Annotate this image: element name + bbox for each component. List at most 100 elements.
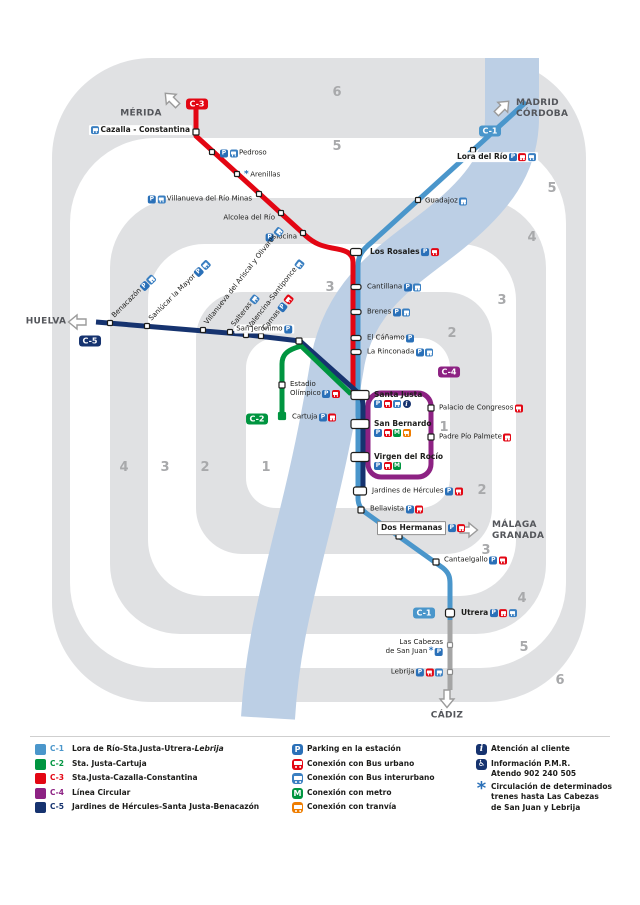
station-marker-cazalla-constantina (192, 128, 200, 136)
station-marker-salteras (226, 328, 234, 336)
zone-label: 3 (325, 280, 334, 295)
station-marker-villanueva-del-r-o-minas (255, 190, 263, 198)
busU-icon (292, 758, 303, 770)
station-marker-benacaz-n (106, 319, 114, 327)
zone-label: 4 (517, 591, 526, 606)
station-marker-san-bernardo (350, 418, 370, 430)
legend-symbol-busU: Conexión con Bus urbano (292, 758, 435, 770)
station-marker-las-cabezas (446, 641, 454, 649)
legend-line-c-2: C-2 Sta. Justa-Cartuja (35, 758, 259, 770)
station-marker-guadajoz (414, 196, 422, 204)
direction-arrow-m-laga (459, 521, 479, 539)
zone-label: 6 (555, 673, 564, 688)
pmr-icon (476, 758, 487, 770)
info-icon (476, 744, 487, 755)
zone-label: 5 (547, 181, 556, 196)
star-icon (476, 782, 487, 793)
symbol-label: Conexión con tranvía (307, 802, 397, 812)
station-marker-palacio-de-congresos (427, 404, 435, 412)
legend-symbol-parking: Parking en la estación (292, 744, 435, 755)
zone-label: 1 (261, 460, 270, 475)
station-marker-alcolea-del-r-o (277, 209, 285, 217)
legend-note-pmr: Información P.M.R.Atendo 902 240 505 (476, 758, 612, 779)
station-marker-lebrija (446, 668, 454, 676)
station-marker-virgen-del-roc-o (350, 451, 370, 463)
station-marker-cartuja (277, 411, 287, 421)
station-marker-jardines-de-h-rcules (352, 486, 368, 496)
station-marker-cantaelgallo (432, 558, 440, 566)
symbol-label: Parking en la estación (307, 744, 401, 754)
line-color-swatch (35, 773, 46, 784)
station-markers (106, 128, 477, 676)
symbol-label: Conexión con metro (307, 787, 392, 797)
busI-icon (292, 773, 303, 784)
line-color-swatch (35, 802, 46, 813)
zone-label: 4 (119, 460, 128, 475)
legend-line-c-3: C-3 Sta.Justa-Cazalla-Constantina (35, 773, 259, 784)
zone-label: 2 (200, 460, 209, 475)
legend-symbol-tram: Conexión con tranvía (292, 802, 435, 813)
station-marker-valencina-santiponce (242, 331, 250, 339)
line-route-label: Sta.Justa-Cazalla-Constantina (72, 773, 198, 783)
zone-label: 1 (439, 420, 448, 435)
zone-label: 4 (527, 230, 536, 245)
line-badge-label: C-3 (50, 773, 65, 783)
tram-icon (292, 802, 303, 813)
direction-arrows (67, 92, 510, 709)
legend-symbol-metro: Conexión con metro (292, 787, 435, 799)
station-marker-utrera (444, 608, 456, 618)
line-c2 (279, 343, 353, 416)
station-marker-bellavista (357, 506, 365, 514)
legend-divider (30, 736, 610, 737)
zone-label: 2 (477, 483, 486, 498)
station-marker-brenes (350, 308, 362, 316)
station-marker-padre-p-o-palmete (427, 433, 435, 441)
zone-label: 6 (332, 85, 341, 100)
station-marker-villanueva-del-ariscal-y-olivares (199, 326, 207, 334)
station-marker-los-rosales (349, 247, 363, 257)
line-color-swatch (35, 744, 46, 755)
symbol-label: Conexión con Bus interurbano (307, 773, 435, 783)
station-marker-pedroso (208, 148, 216, 156)
line-color-swatch (35, 758, 46, 770)
zone-label: 3 (497, 293, 506, 308)
line-route-label: Lora de Río-Sta.Justa-Utrera-Lebrija (72, 744, 224, 754)
zone-label: 5 (332, 139, 341, 154)
line-badge-label: C-1 (50, 744, 65, 754)
zone-label: 2 (447, 326, 456, 341)
line-route-label: Jardines de Hércules-Santa Justa-Benacaz… (72, 802, 260, 812)
station-marker-cantillana (350, 283, 362, 291)
direction-arrow-c-diz (438, 689, 456, 709)
symbol-label: Conexión con Bus urbano (307, 758, 415, 768)
line-c3 (193, 108, 356, 393)
station-marker-camas (257, 332, 265, 340)
guadalquivir-river (241, 58, 539, 720)
station-marker-santa-justa (350, 389, 370, 401)
station-marker-dos-hermanas (395, 532, 403, 540)
station-marker-estadio (278, 381, 286, 389)
line-route-label: Sta. Justa-Cartuja (72, 758, 147, 768)
legend-symbol-busI: Conexión con Bus interurbano (292, 773, 435, 784)
station-marker-arenillas (233, 170, 241, 178)
station-marker-la-rinconada (350, 348, 362, 356)
parking-icon (292, 744, 303, 755)
line-badge-label: C-2 (50, 758, 65, 768)
direction-arrow-huelva (67, 313, 87, 331)
direction-arrow-m-rida (164, 92, 181, 109)
note-text: Información P.M.R.Atendo 902 240 505 (491, 758, 577, 778)
legend-notes: Atención al clienteInformación P.M.R.Ate… (476, 744, 612, 813)
zone-label: 3 (481, 543, 490, 558)
zone-label: 5 (519, 640, 528, 655)
note-text: Atención al cliente (491, 744, 570, 754)
line-color-swatch (35, 787, 46, 799)
station-marker-lora-del-r-o (469, 146, 477, 154)
